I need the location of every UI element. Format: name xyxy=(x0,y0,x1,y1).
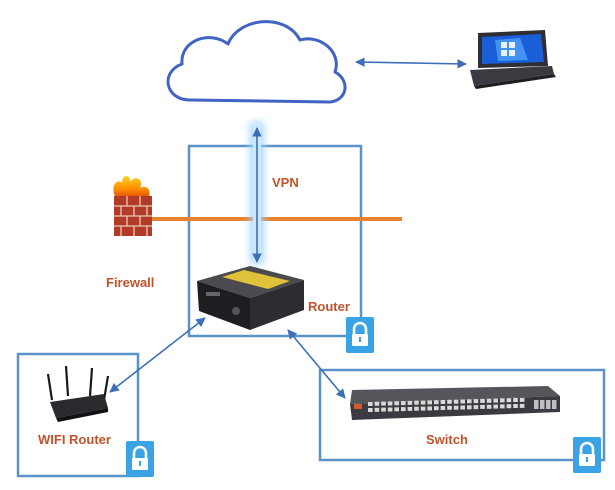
router-switch-arrow xyxy=(287,329,346,399)
switch-port xyxy=(368,402,373,406)
switch-port xyxy=(519,397,525,402)
router-device-icon xyxy=(197,266,304,330)
switch-port xyxy=(447,405,452,410)
switch-port xyxy=(460,405,465,410)
switch-port xyxy=(387,407,393,412)
switch-port xyxy=(486,404,492,409)
switch-port xyxy=(427,406,432,411)
firewall-label: Firewall xyxy=(106,275,155,290)
switch-port xyxy=(387,401,393,406)
switch-port xyxy=(513,404,518,408)
switch-port xyxy=(473,405,479,410)
vpn-label: VPN xyxy=(272,175,299,190)
switch-port xyxy=(493,398,498,403)
switch-port xyxy=(500,404,505,409)
switch-port xyxy=(467,405,472,410)
switch-uplink-port xyxy=(534,400,539,409)
switch-port xyxy=(420,406,426,411)
router-zone-box xyxy=(187,144,363,338)
switch-port xyxy=(407,406,413,411)
switch-port xyxy=(394,407,399,412)
switch-port xyxy=(500,398,505,403)
switch-port xyxy=(447,399,452,404)
switch-port xyxy=(427,400,432,405)
switch-port xyxy=(407,400,413,405)
cloud-laptop-arrow xyxy=(355,57,467,69)
switch-port xyxy=(519,403,525,408)
switch-port xyxy=(453,399,459,404)
switch-port xyxy=(467,399,472,404)
router-label: Router xyxy=(308,299,350,314)
switch-port xyxy=(486,398,492,403)
switch-port xyxy=(420,400,426,405)
switch-port xyxy=(460,399,465,404)
wifi-router-icon xyxy=(46,365,110,422)
switch-uplink-port xyxy=(540,400,545,409)
switch-port xyxy=(381,407,386,412)
cloud-icon xyxy=(166,20,347,104)
switch-port xyxy=(440,400,446,404)
switch-port xyxy=(434,406,439,411)
switch-port xyxy=(374,407,380,412)
switch-uplink-port xyxy=(546,400,551,409)
switch-port xyxy=(401,407,406,412)
switch-port xyxy=(453,405,459,410)
switch-port xyxy=(394,401,399,406)
switch-port xyxy=(401,401,406,406)
switch-port xyxy=(480,404,485,409)
switch-port xyxy=(381,401,386,406)
lock-icon xyxy=(126,441,154,477)
lock-icon xyxy=(573,437,601,473)
lock-icon xyxy=(346,317,374,353)
switch-zone-box xyxy=(318,368,606,462)
switch-port xyxy=(480,398,485,403)
switch-port xyxy=(506,398,512,403)
wifi-router-zone-box xyxy=(16,352,140,478)
switch-port xyxy=(440,406,446,410)
switch-port xyxy=(473,399,479,404)
network-switch-icon xyxy=(350,386,560,420)
switch-uplink-port xyxy=(552,400,557,409)
switch-port xyxy=(414,400,419,405)
switch-port xyxy=(493,404,498,409)
switch-port xyxy=(368,408,373,412)
switch-port xyxy=(434,400,439,405)
switch-port xyxy=(414,406,419,411)
switch-port xyxy=(513,398,518,402)
switch-label: Switch xyxy=(426,432,468,447)
firewall-icon xyxy=(113,176,152,236)
laptop-icon xyxy=(470,30,556,89)
router-wifi-arrow xyxy=(109,317,206,393)
switch-port xyxy=(506,404,512,409)
switch-port xyxy=(374,401,380,406)
wifi-router-label: WIFI Router xyxy=(38,432,111,447)
